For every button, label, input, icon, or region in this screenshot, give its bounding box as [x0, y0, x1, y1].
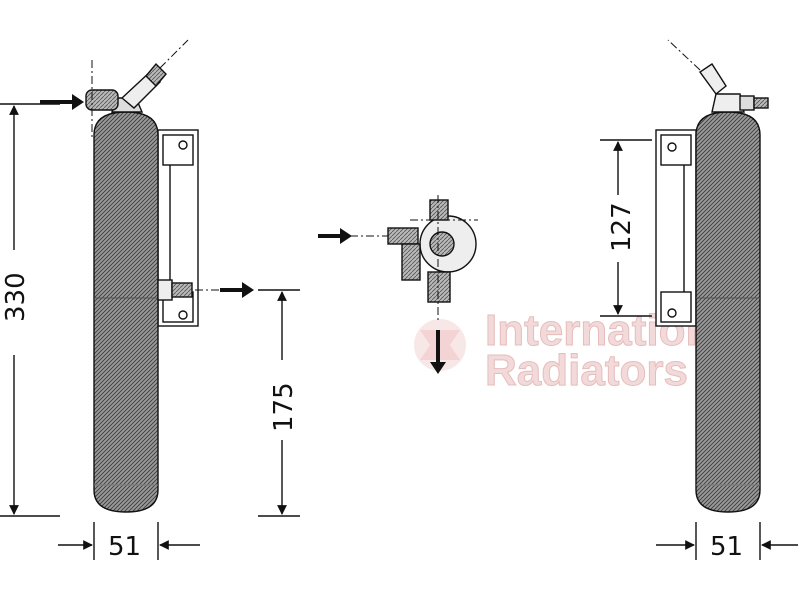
right-mounting-bracket — [655, 129, 697, 327]
outlet-arrow-icon — [242, 282, 254, 298]
dimension-height-outlet — [258, 289, 300, 517]
right-inlet-fitting — [699, 63, 769, 113]
left-canister-body — [93, 111, 159, 513]
left-receiver-dryer — [85, 62, 199, 513]
dimension-height-bracket-label: 127 — [607, 202, 637, 252]
valve-inlet-arrow-icon — [340, 228, 352, 244]
dimension-height-total — [0, 103, 60, 517]
right-center-lines — [667, 39, 701, 71]
valve-detail — [387, 199, 477, 303]
inlet-arrow-icon — [72, 94, 84, 110]
dimension-width-right — [656, 522, 798, 560]
left-flow-arrows — [40, 94, 254, 298]
valve-center-lines — [350, 195, 478, 320]
right-receiver-dryer — [655, 63, 769, 513]
dimension-height-bracket — [600, 139, 652, 317]
dimension-height-total-label: 330 — [1, 272, 31, 322]
dimension-width-left-label: 51 — [108, 532, 141, 562]
dimension-height-outlet-label: 175 — [269, 382, 299, 432]
dimension-width-left — [58, 522, 200, 560]
left-outlet-fitting — [157, 279, 193, 301]
dimension-width-right-label: 51 — [710, 532, 743, 562]
left-inlet-fitting — [85, 62, 167, 113]
valve-flow-arrows — [318, 228, 446, 374]
right-canister-body — [695, 111, 761, 513]
valve-outlet-arrow-icon — [430, 362, 446, 374]
watermark-line-2: Radiators — [485, 346, 688, 395]
